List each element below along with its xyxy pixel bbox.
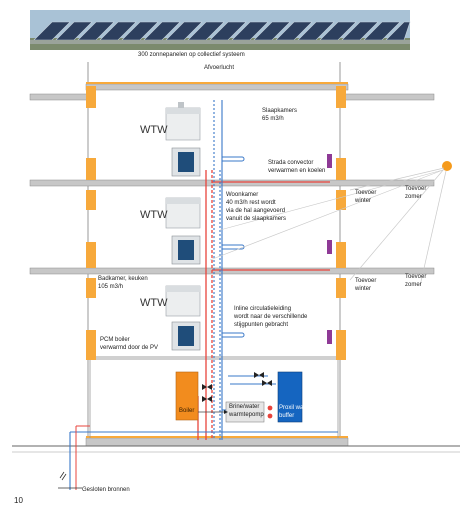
supply-summer-label-2-line1: Toevoer [405, 274, 427, 280]
supply-summer-label-1-line1: Toevoer [405, 186, 427, 192]
brine-supply-line [75, 425, 90, 490]
valve-icon [202, 372, 272, 402]
page-number: 10 [14, 496, 23, 505]
facade-insulation [86, 86, 346, 360]
living-room-label-line2: 40 m3/h rest wordt [226, 200, 276, 206]
coil-symbols [222, 156, 245, 338]
strada-convector-icon [327, 154, 332, 344]
wtw-label-3: WTW [140, 297, 168, 309]
heat-pump-label-line2: warmtepomp [229, 412, 264, 418]
inline-circulation-label-line3: stijgpunten gebracht [234, 322, 289, 328]
building-frame [12, 62, 460, 453]
pump-icon [267, 405, 273, 419]
sun-icon [209, 161, 452, 287]
supply-winter-label-1-line2: winter [355, 198, 372, 204]
ventilation-unit-icon [165, 102, 201, 317]
living-room-label-line3: via de hal aangevoerd [226, 208, 286, 214]
closed-wells-label: Gesloten bronnen [82, 487, 130, 493]
supply-summer-label-1-line2: zomer [405, 194, 422, 200]
supply-summer-label-2-line2: zomer [405, 282, 422, 288]
living-room-label-line1: Woonkamer [226, 192, 259, 198]
boiler-label: Boiler [179, 408, 195, 414]
inline-circulation-label-line2: wordt naar de verschillende [234, 314, 308, 320]
buffer-label-line2: buffer [279, 413, 295, 419]
plant-room [175, 371, 303, 423]
wtw-label-1: WTW [140, 124, 168, 136]
wtw-label-2: WTW [140, 209, 168, 221]
bathroom-label-line1: Badkamer, keuken [98, 276, 148, 282]
exhaust-air-label: Afvoerlucht [204, 65, 235, 71]
buffer-tank-icon [277, 371, 303, 423]
pcm-boiler-icon [171, 147, 201, 351]
pcm-boiler-label-line2: verwarmd door de PV [100, 345, 159, 351]
supply-winter-label-2-line2: winter [355, 286, 372, 292]
ground-wells-icon [58, 471, 82, 489]
bathroom-label-line2: 105 m3/h [98, 284, 124, 290]
convector-label-line1: Strada convector [268, 160, 314, 166]
living-room-label-line4: vanuit de slaapkamers [226, 216, 287, 222]
convector-label-line2: verwarmen en koelen [268, 168, 326, 174]
bedrooms-label-line2: 65 m3/h [262, 116, 284, 122]
supply-air-ducts [197, 170, 330, 440]
solar-panels-image [30, 10, 411, 50]
heat-pump-label-line1: Brine/water [229, 404, 260, 410]
return-air-ducts [69, 100, 338, 490]
pcm-boiler-label-line1: PCM boiler [100, 337, 130, 343]
boiler-tank-icon [175, 371, 199, 421]
bedrooms-label-line1: Slaapkamers [262, 108, 298, 114]
inline-circulation-label-line1: Inline circulatieleiding [234, 306, 292, 312]
buffer-label-line1: Proxil water [279, 405, 311, 411]
solar-panels-label: 300 zonnepanelen op collectief systeem [138, 52, 245, 58]
supply-winter-label-1-line1: Toevoer [355, 190, 377, 196]
supply-winter-label-2-line1: Toevoer [355, 278, 377, 284]
